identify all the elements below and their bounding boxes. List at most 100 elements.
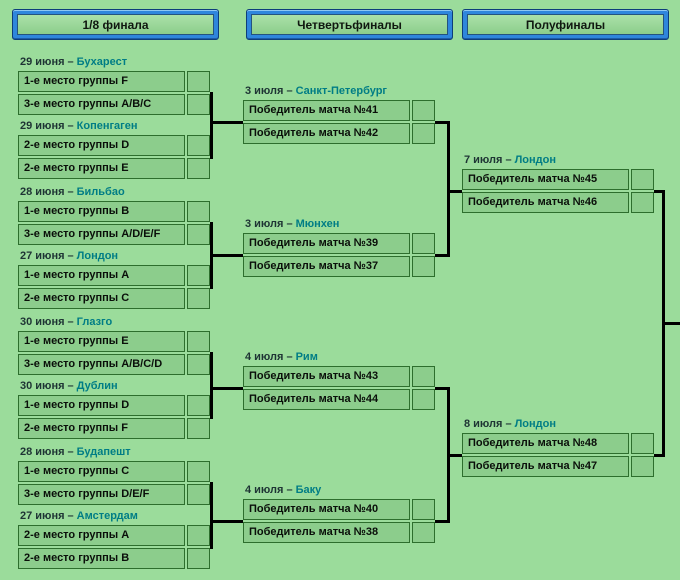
dash: –: [505, 154, 512, 166]
match-box-qf-4: Победитель матча №40 Победитель матча №3…: [243, 499, 435, 543]
score-cell: [187, 395, 210, 416]
score-cell: [187, 71, 210, 92]
connector-line: [447, 454, 462, 457]
match-box-r16-7: 1-е место группы C 3-е место группы D/E/…: [18, 461, 210, 505]
connector-line: [447, 121, 450, 257]
score-cell: [412, 233, 435, 254]
team-cell: Победитель матча №42: [243, 123, 410, 144]
match-box-r16-5: 1-е место группы E 3-е место группы A/B/…: [18, 331, 210, 375]
match-date: 4 июля–Рим: [245, 351, 318, 363]
match-city: Глазго: [76, 316, 113, 328]
team-cell: Победитель матча №45: [462, 169, 629, 190]
score-cell: [187, 331, 210, 352]
match-city: Амстердам: [76, 510, 138, 522]
team-cell: 1-е место группы C: [18, 461, 185, 482]
team-cell: Победитель матча №41: [243, 100, 410, 121]
score-cell: [187, 94, 210, 115]
connector-line: [435, 520, 450, 523]
match-city: Дублин: [76, 380, 118, 392]
team-cell: 3-е место группы A/D/E/F: [18, 224, 185, 245]
match-date: 29 июня–Копенгаген: [20, 120, 138, 132]
match-box-qf-3: Победитель матча №43 Победитель матча №4…: [243, 366, 435, 410]
connector-line: [654, 454, 665, 457]
score-cell: [187, 265, 210, 286]
team-cell: Победитель матча №40: [243, 499, 410, 520]
dash: –: [67, 446, 74, 458]
tab-round-of-16[interactable]: 1/8 финала: [12, 9, 219, 40]
score-cell: [412, 389, 435, 410]
dash: –: [67, 316, 74, 328]
team-cell: 2-е место группы F: [18, 418, 185, 439]
team-cell: 2-е место группы B: [18, 548, 185, 569]
team-cell: Победитель матча №46: [462, 192, 629, 213]
match-city: Санкт-Петербург: [295, 85, 388, 97]
match-box-r16-2: 2-е место группы D 2-е место группы E: [18, 135, 210, 179]
connector-line: [210, 92, 213, 159]
dash: –: [67, 510, 74, 522]
match-box-sf-2: Победитель матча №48 Победитель матча №4…: [462, 433, 654, 477]
tab-quarterfinals-label: Четвертьфиналы: [251, 14, 448, 35]
team-cell: 2-е место группы A: [18, 525, 185, 546]
match-city: Мюнхен: [295, 218, 340, 230]
team-cell: 3-е место группы A/B/C/D: [18, 354, 185, 375]
connector-line: [435, 121, 450, 124]
match-box-r16-1: 1-е место группы F 3-е место группы A/B/…: [18, 71, 210, 115]
team-cell: 2-е место группы E: [18, 158, 185, 179]
match-date: 3 июля–Санкт-Петербург: [245, 85, 388, 97]
match-date: 8 июля–Лондон: [464, 418, 557, 430]
team-cell: Победитель матча №47: [462, 456, 629, 477]
dash: –: [286, 85, 293, 97]
score-cell: [631, 456, 654, 477]
team-cell: 3-е место группы D/E/F: [18, 484, 185, 505]
score-cell: [631, 433, 654, 454]
connector-line: [210, 482, 213, 549]
score-cell: [631, 169, 654, 190]
dash: –: [67, 56, 74, 68]
dash: –: [67, 120, 74, 132]
score-cell: [187, 461, 210, 482]
score-cell: [412, 100, 435, 121]
match-city: Копенгаген: [76, 120, 138, 132]
match-date: 7 июля–Лондон: [464, 154, 557, 166]
connector-line: [213, 254, 243, 257]
match-date: 27 июня–Амстердам: [20, 510, 138, 522]
team-cell: Победитель матча №38: [243, 522, 410, 543]
score-cell: [187, 288, 210, 309]
match-box-qf-1: Победитель матча №41 Победитель матча №4…: [243, 100, 435, 144]
team-cell: 1-е место группы E: [18, 331, 185, 352]
match-date: 29 июня–Бухарест: [20, 56, 128, 68]
score-cell: [187, 418, 210, 439]
match-city: Будапешт: [76, 446, 131, 458]
match-date: 28 июня–Будапешт: [20, 446, 131, 458]
team-cell: Победитель матча №48: [462, 433, 629, 454]
score-cell: [412, 522, 435, 543]
tab-quarterfinals[interactable]: Четвертьфиналы: [246, 9, 453, 40]
tab-semifinals[interactable]: Полуфиналы: [462, 9, 669, 40]
connector-line: [662, 322, 680, 325]
tab-semifinals-label: Полуфиналы: [467, 14, 664, 35]
score-cell: [412, 123, 435, 144]
connector-line: [210, 352, 213, 419]
match-city: Лондон: [514, 418, 557, 430]
score-cell: [187, 354, 210, 375]
score-cell: [187, 135, 210, 156]
score-cell: [187, 484, 210, 505]
connector-line: [213, 121, 243, 124]
match-box-r16-3: 1-е место группы B 3-е место группы A/D/…: [18, 201, 210, 245]
score-cell: [187, 525, 210, 546]
dash: –: [67, 250, 74, 262]
connector-line: [435, 387, 450, 390]
tab-round-of-16-label: 1/8 финала: [17, 14, 214, 35]
dash: –: [286, 218, 293, 230]
match-city: Лондон: [76, 250, 119, 262]
match-date: 27 июня–Лондон: [20, 250, 119, 262]
match-date: 30 июня–Дублин: [20, 380, 118, 392]
match-city: Баку: [295, 484, 322, 496]
team-cell: 1-е место группы A: [18, 265, 185, 286]
dash: –: [67, 186, 74, 198]
match-date: 4 июля–Баку: [245, 484, 322, 496]
match-city: Бильбао: [76, 186, 125, 198]
team-cell: 1-е место группы F: [18, 71, 185, 92]
score-cell: [187, 201, 210, 222]
match-box-r16-6: 1-е место группы D 2-е место группы F: [18, 395, 210, 439]
